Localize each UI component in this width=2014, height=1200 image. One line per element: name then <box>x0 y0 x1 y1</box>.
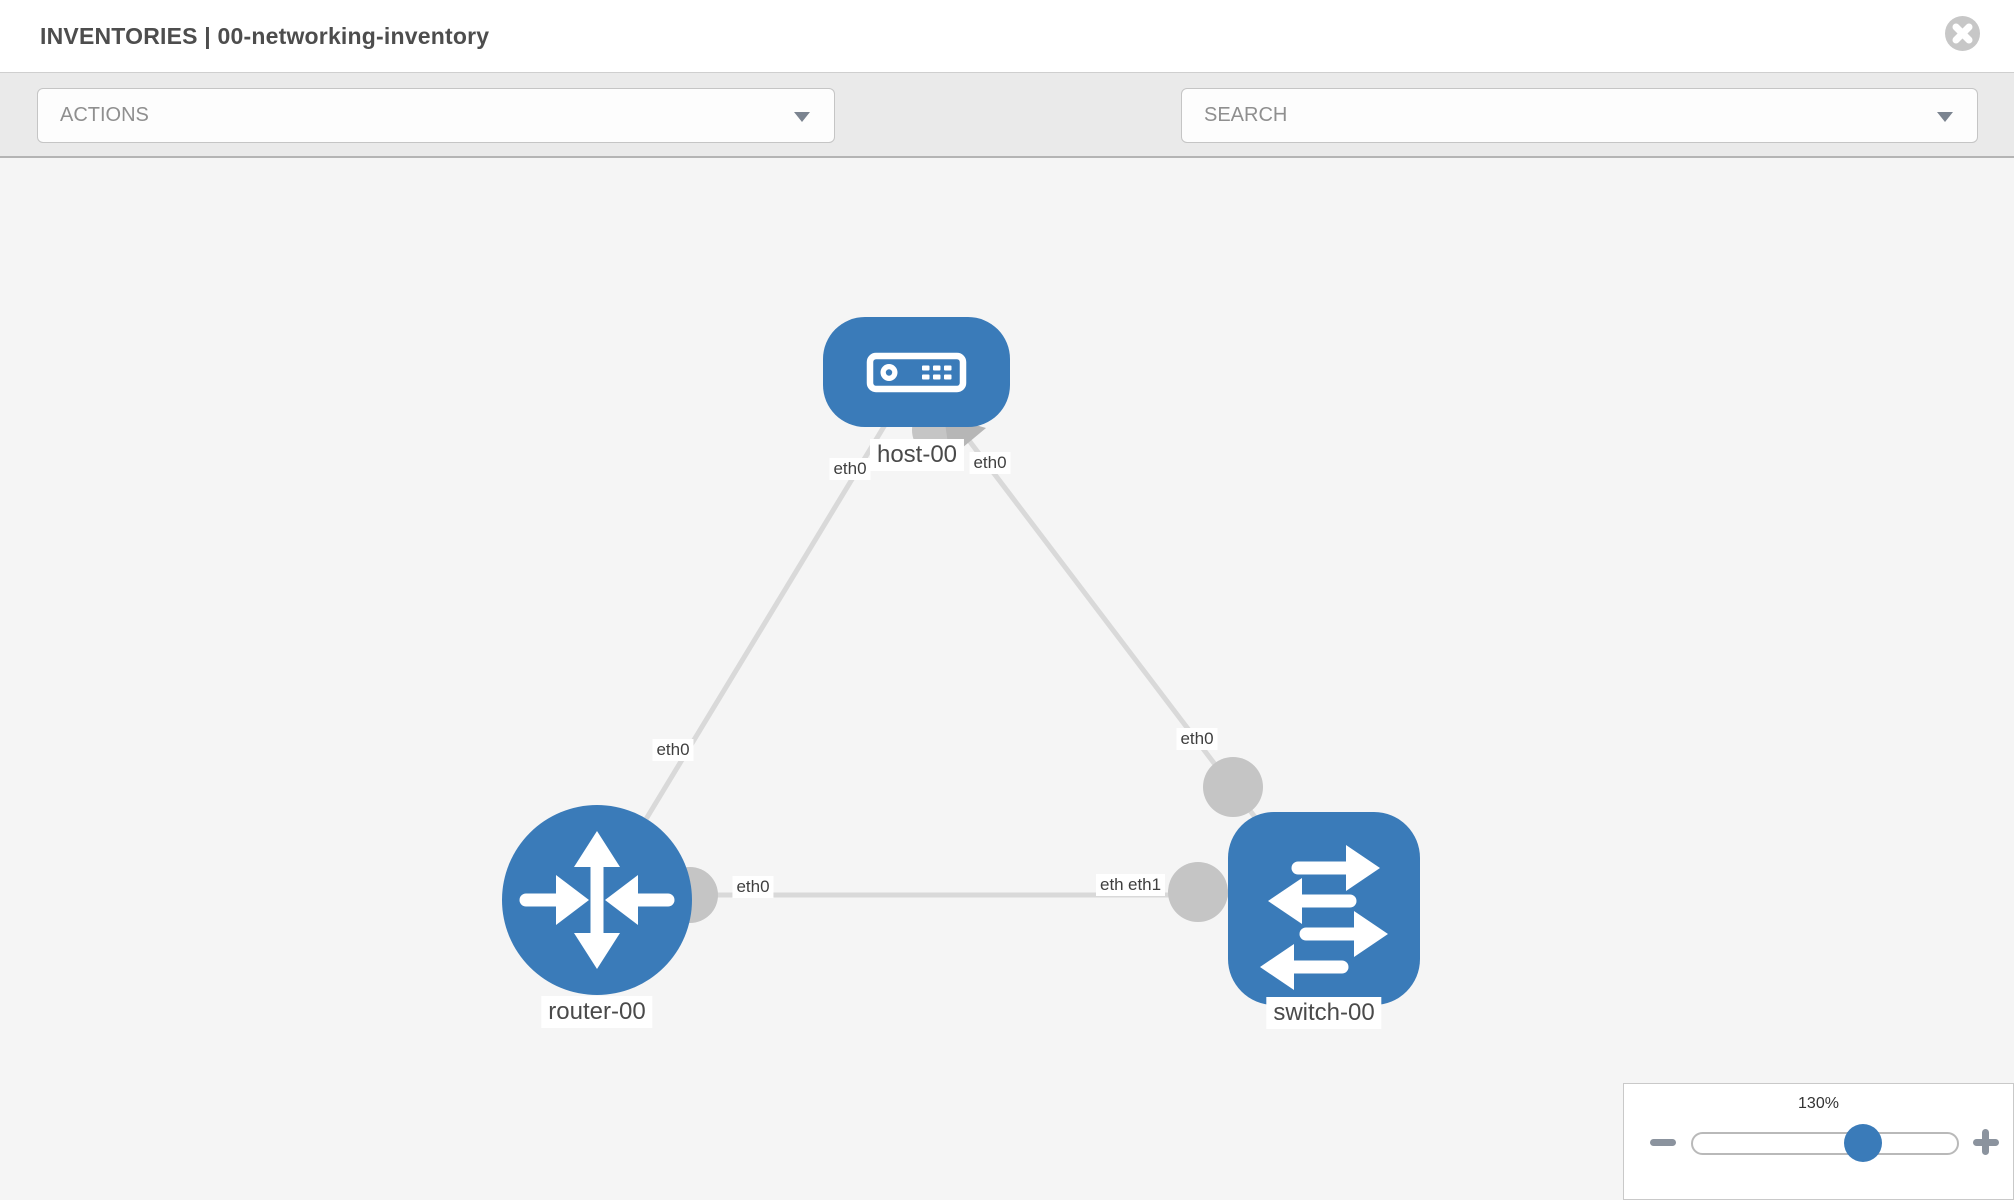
search-dropdown-label: SEARCH <box>1204 104 1288 126</box>
zoom-slider-knob[interactable] <box>1844 1124 1882 1162</box>
topology-canvas[interactable]: host-00 router-00 switch-00 eth0 eth0 et… <box>0 158 2014 1200</box>
interface-label-host-eth0-right: eth0 <box>969 452 1011 474</box>
interface-label-host-eth0-left: eth0 <box>829 458 871 480</box>
interface-label-router-eth0-uplink: eth0 <box>652 739 694 761</box>
close-icon <box>1952 23 1973 44</box>
actions-dropdown-label: ACTIONS <box>60 104 149 126</box>
chevron-down-icon <box>794 112 810 122</box>
switch-icon <box>1260 845 1388 990</box>
toolbar: ACTIONS SEARCH <box>0 72 2014 203</box>
node-host-00[interactable] <box>823 317 1010 427</box>
chevron-down-icon <box>1937 112 1953 122</box>
topology-links-layer <box>594 370 1326 923</box>
node-label-switch-00: switch-00 <box>1266 997 1382 1029</box>
search-dropdown[interactable]: SEARCH <box>1181 88 1978 143</box>
node-label-router-00: router-00 <box>541 996 653 1028</box>
plus-icon[interactable] <box>1982 1129 1989 1155</box>
zoom-slider-track[interactable] <box>1691 1132 1959 1155</box>
interface-label-router-eth0: eth0 <box>732 876 774 898</box>
zoom-out-button minus-icon[interactable] <box>1650 1139 1676 1146</box>
interface-circle-switch-eth0 <box>1203 757 1263 817</box>
interface-label-switch-eth1: eth1 <box>1124 874 1166 896</box>
router-icon <box>519 831 675 969</box>
node-label-host-00: host-00 <box>869 439 965 471</box>
interface-label-switch-eth0: eth0 <box>1176 728 1218 750</box>
node-router-00[interactable] <box>502 805 692 995</box>
zoom-level-value: 130% <box>1798 1095 1839 1112</box>
page-title: INVENTORIES | 00-networking-inventory <box>40 23 490 49</box>
header: INVENTORIES | 00-networking-inventory <box>0 0 2014 72</box>
zoom-control-panel: 130% <box>1623 1083 2014 1200</box>
node-switch-00[interactable] <box>1228 812 1420 1005</box>
host-icon <box>866 352 967 393</box>
close-button[interactable] <box>1945 16 1980 51</box>
interface-circle-switch-eth1 <box>1168 862 1228 922</box>
actions-dropdown[interactable]: ACTIONS <box>37 88 835 143</box>
